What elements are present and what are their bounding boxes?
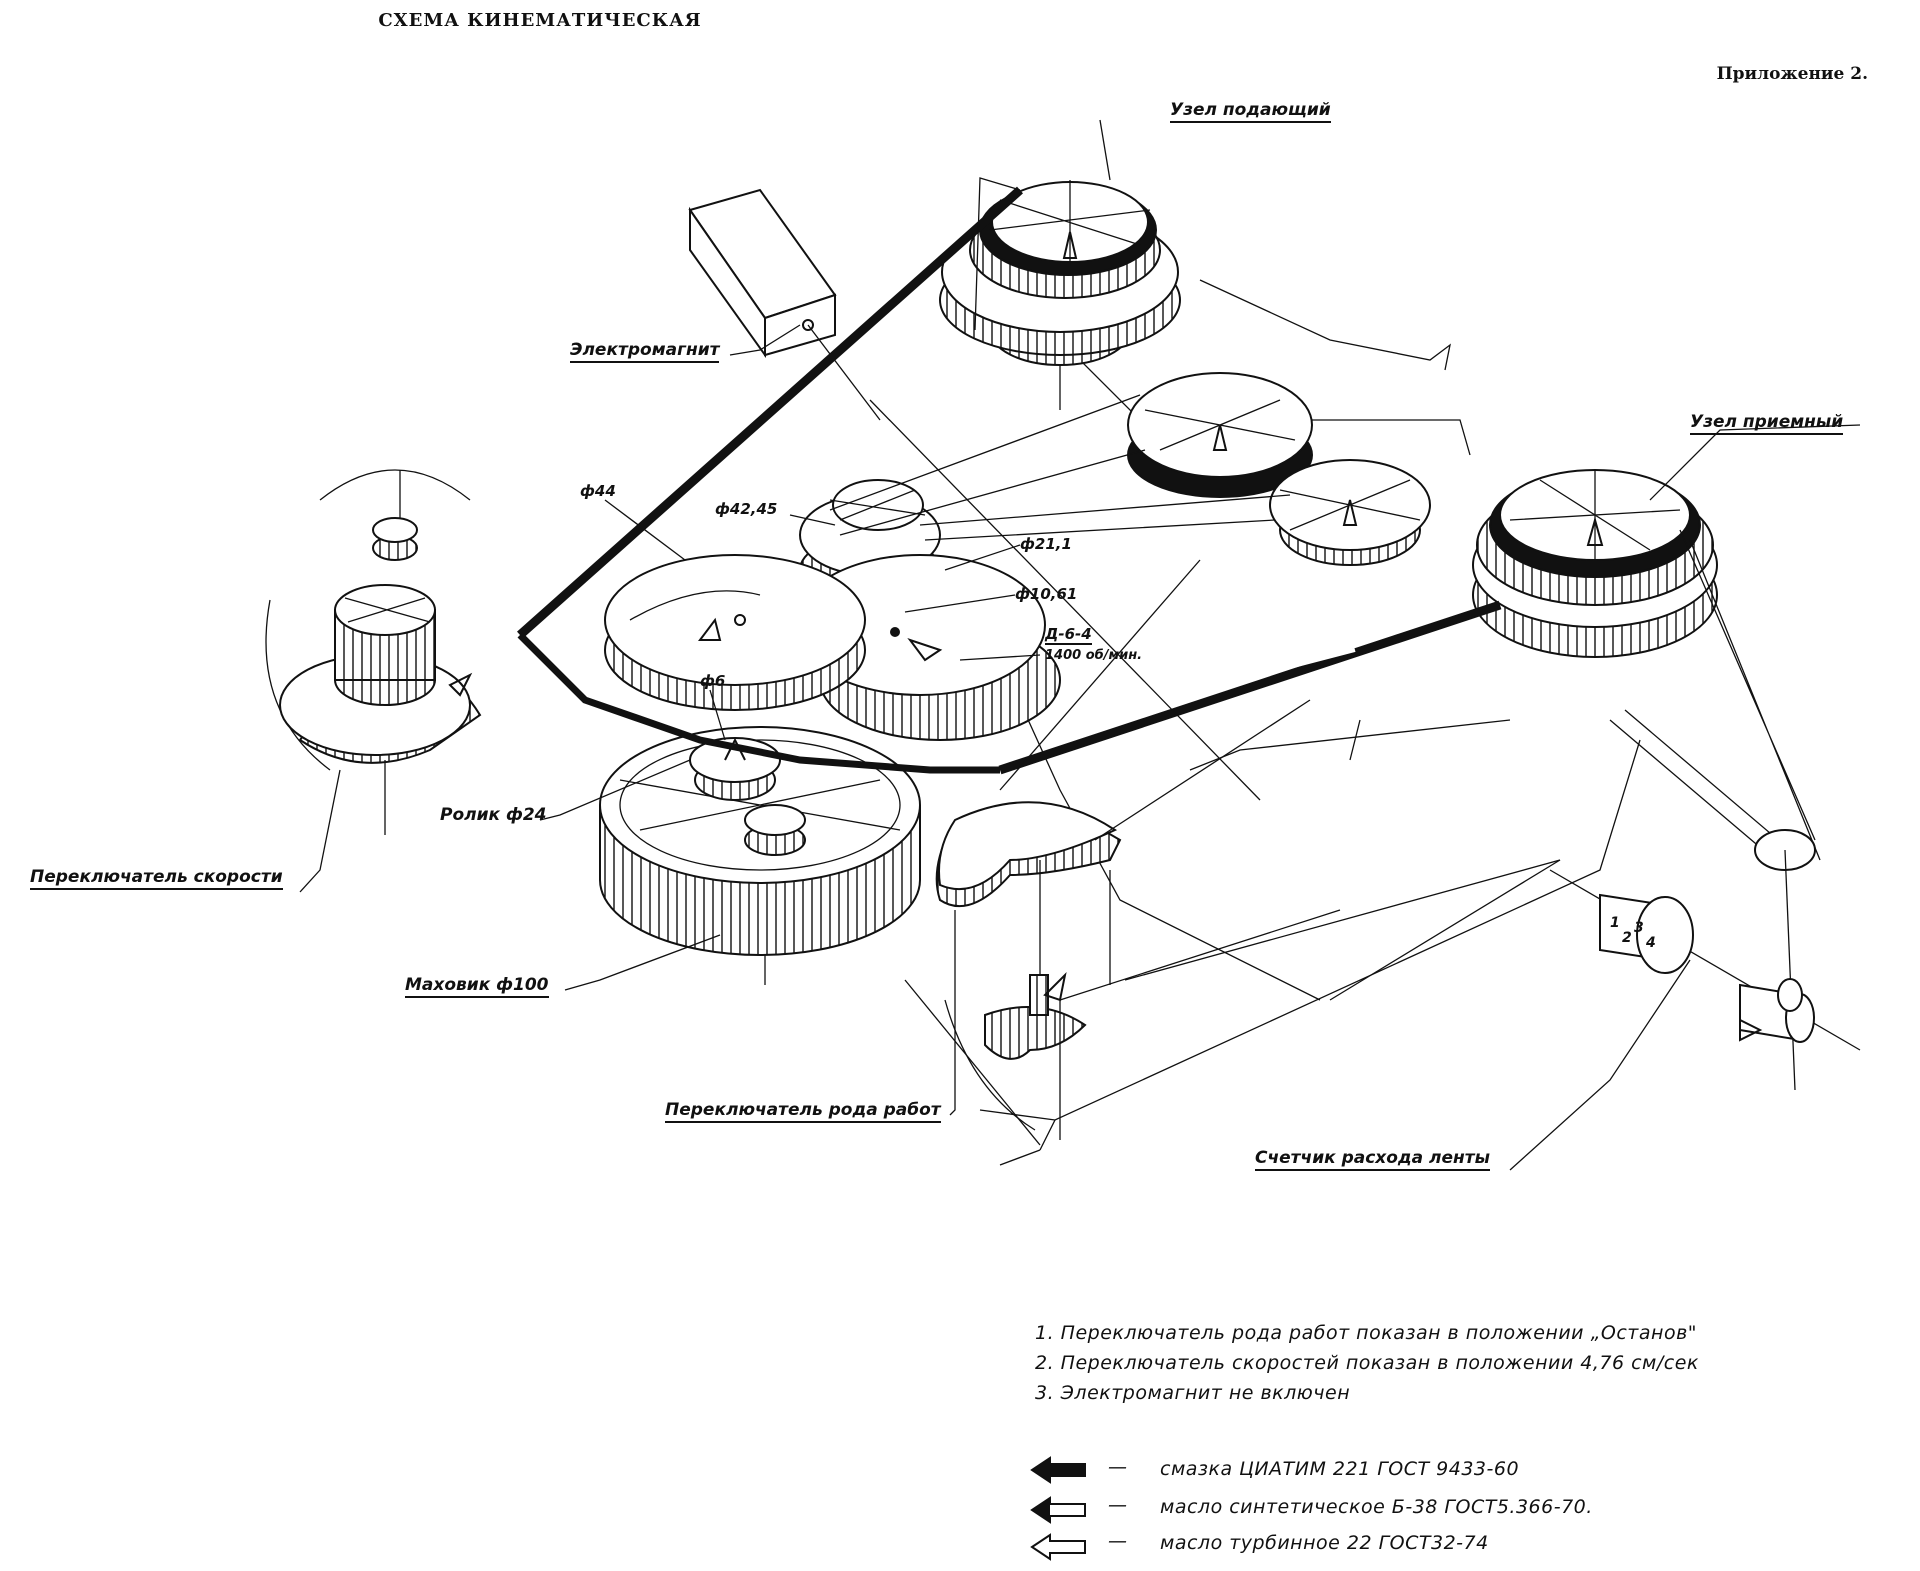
counter-digit: 3	[1634, 920, 1644, 936]
dim-d44: ф44	[580, 482, 616, 500]
motor-pulley	[794, 479, 1061, 741]
counter-digit: 4	[1646, 935, 1656, 951]
feed-reel	[939, 180, 1181, 410]
label-electromagnet: Электромагнит	[570, 340, 720, 363]
tape-counter	[1549, 869, 1861, 1051]
legend-text-1: смазка ЦИАТИМ 221 ГОСТ 9433-60	[1160, 1458, 1520, 1480]
half-arrow-icon	[1030, 1495, 1090, 1525]
tape-path	[517, 177, 1502, 775]
legend-text-2: масло синтетическое Б-38 ГОСТ5.366-70.	[1160, 1496, 1593, 1518]
note-1: 1. Переключатель рода работ показан в по…	[1035, 1322, 1698, 1344]
dim-d42-45: ф42,45	[715, 500, 778, 518]
label-take-up-unit: Узел приемный	[1690, 412, 1844, 435]
legend-text-3: масло турбинное 22 ГОСТ32-74	[1160, 1532, 1489, 1554]
counter-digit: 2	[1622, 930, 1632, 946]
legend-dash: —	[1108, 1456, 1128, 1478]
legend-dash: —	[1108, 1494, 1128, 1516]
base-frame	[859, 279, 1641, 1166]
counter-digit: 1	[1610, 915, 1620, 931]
large-disc	[604, 554, 866, 711]
note-2: 2. Переключатель скоростей показан в пол…	[1035, 1352, 1699, 1374]
appendix-label: Приложение 2.	[1716, 64, 1868, 84]
label-mode-switch: Переключатель рода работ	[665, 1100, 941, 1123]
note-3: 3. Электромагнит не включен	[1035, 1382, 1351, 1404]
leader-lines	[299, 119, 1861, 1171]
idler-pulleys	[1127, 372, 1431, 566]
legend-dash: —	[1108, 1530, 1128, 1552]
label-flywheel: Маховик ф100	[405, 975, 549, 998]
hollow-arrow-icon	[1030, 1532, 1090, 1562]
dim-d6: ф6	[700, 672, 726, 690]
speed-switch-assembly	[265, 469, 482, 835]
linkages	[869, 399, 1561, 1146]
electromagnet-box	[688, 188, 881, 421]
dim-d10-61: ф10,61	[1015, 585, 1078, 603]
page-title: СХЕМА КИНЕМАТИЧЕСКАЯ	[378, 10, 702, 31]
motor-speed-label: 1400 об/мин.	[1045, 648, 1143, 663]
solid-arrow-icon	[1030, 1455, 1090, 1485]
mode-switch-cam	[935, 801, 1122, 1060]
label-tape-counter: Счетчик расхода ленты	[1255, 1148, 1491, 1171]
take-up-reel	[1472, 469, 1718, 658]
motor-label: Д-6-4	[1045, 625, 1092, 645]
belts	[829, 394, 1821, 1091]
label-feed-unit: Узел подающий	[1170, 100, 1331, 123]
dim-d21-1: ф21,1	[1020, 535, 1072, 553]
label-roller: Ролик ф24	[440, 805, 547, 825]
label-speed-switch: Переключатель скорости	[30, 867, 283, 890]
